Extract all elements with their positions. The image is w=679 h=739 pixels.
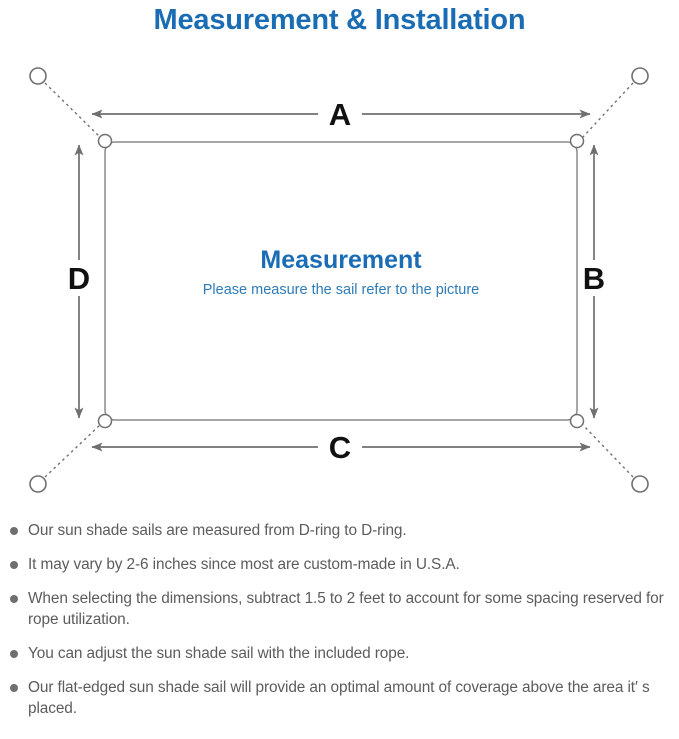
list-item: When selecting the dimensions, subtract …	[10, 588, 665, 630]
d-ring-top-right	[569, 133, 585, 149]
rope-lines	[44, 82, 634, 478]
rope-line-bottom-right	[582, 424, 634, 478]
bullet-icon	[10, 677, 28, 692]
list-item: It may vary by 2-6 inches since most are…	[10, 554, 665, 575]
rope-line-bottom-left	[44, 424, 101, 478]
sail-center-subtitle: Please measure the sail refer to the pic…	[203, 282, 479, 298]
note-text: When selecting the dimensions, subtract …	[28, 590, 664, 628]
dimension-c-label: C	[329, 430, 351, 465]
dimension-d-label: D	[68, 261, 90, 296]
dimension-a-label: A	[329, 97, 351, 132]
rope-line-top-right	[582, 82, 634, 138]
bullet-icon	[10, 588, 28, 603]
note-text: Our flat-edged sun shade sail will provi…	[28, 679, 650, 717]
dimension-d: D	[68, 144, 90, 419]
list-item: Our sun shade sails are measured from D-…	[10, 520, 665, 541]
d-ring-bottom-right	[569, 413, 585, 429]
anchor-circle-bottom-right	[631, 475, 649, 493]
anchor-circle-bottom-left	[29, 475, 47, 493]
anchor-circle-top-left	[29, 67, 47, 85]
page-title: Measurement & Installation	[153, 4, 526, 36]
dimension-b: B	[583, 144, 605, 419]
d-rings	[97, 133, 585, 429]
diagram-svg: A C D B Measurement Please measure the s…	[29, 67, 649, 493]
sail-center-title: Measurement	[260, 246, 422, 274]
dimension-c: C	[91, 430, 591, 465]
sail-body	[104, 141, 578, 421]
note-text: You can adjust the sun shade sail with t…	[28, 645, 410, 662]
note-text: Our sun shade sails are measured from D-…	[28, 522, 407, 539]
list-item: Our flat-edged sun shade sail will provi…	[10, 677, 665, 719]
dimension-a: A	[91, 97, 591, 132]
anchor-circle-top-right	[631, 67, 649, 85]
bullet-icon	[10, 520, 28, 535]
list-item: You can adjust the sun shade sail with t…	[10, 643, 665, 664]
bullet-icon	[10, 554, 28, 569]
sail-measurement-diagram: A C D B Measurement Please measure the s…	[0, 44, 679, 514]
note-text: It may vary by 2-6 inches since most are…	[28, 556, 460, 573]
notes-list: Our sun shade sails are measured from D-…	[0, 520, 679, 732]
rope-line-top-left	[44, 82, 101, 138]
bullet-icon	[10, 643, 28, 658]
d-ring-top-left	[97, 133, 113, 149]
d-ring-bottom-left	[97, 413, 113, 429]
dimension-b-label: B	[583, 261, 605, 296]
anchor-points	[29, 67, 649, 493]
